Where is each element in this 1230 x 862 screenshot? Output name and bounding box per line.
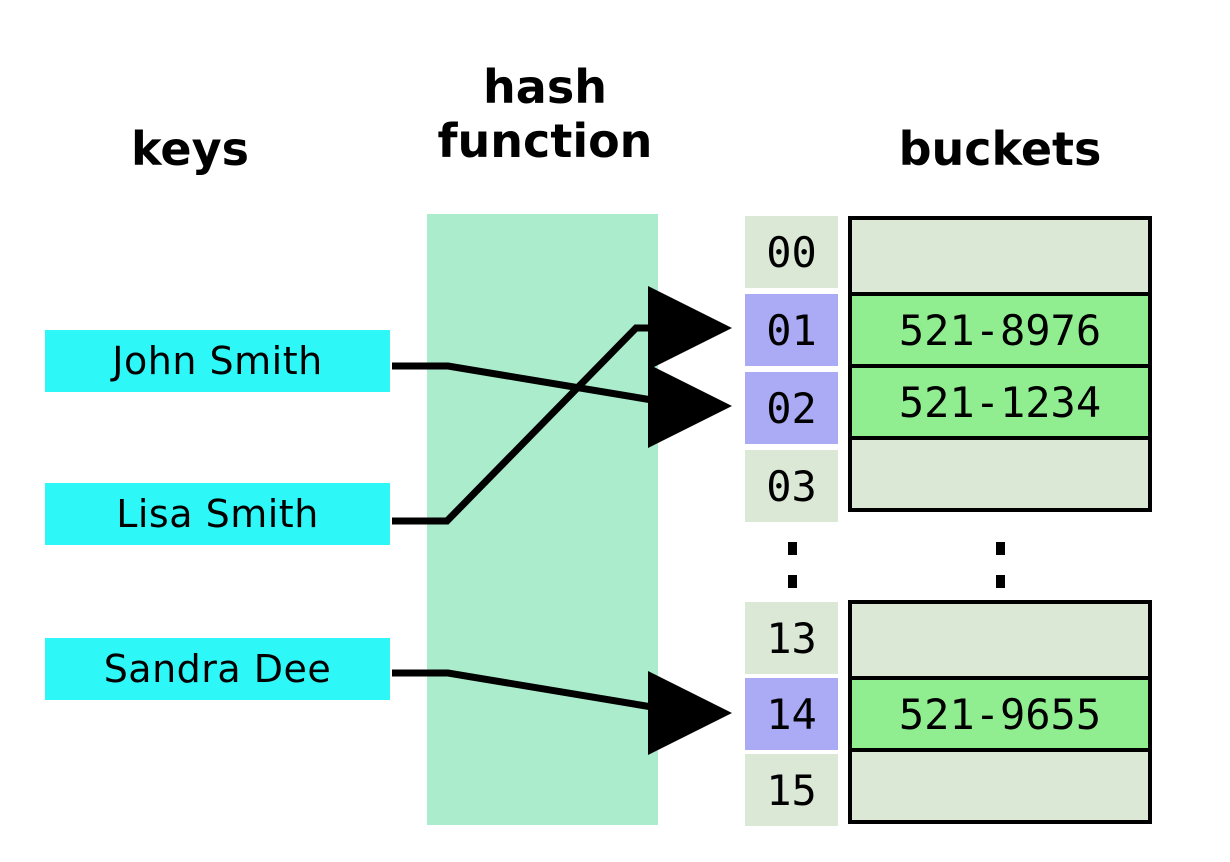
key-box-lisa-smith[interactable]: Lisa Smith [45, 483, 390, 545]
buckets-header: buckets [898, 122, 1102, 176]
index-cell-03: 03 [745, 450, 838, 522]
index-ellipsis [782, 542, 802, 588]
bucket-row-13 [852, 604, 1148, 676]
key-box-sandra-dee[interactable]: Sandra Dee [45, 638, 390, 700]
index-cell-13: 13 [745, 602, 838, 674]
index-cell-02: 02 [745, 372, 838, 444]
buckets-table-bottom: 521-9655 [848, 600, 1152, 824]
bucket-row-03 [852, 436, 1148, 508]
buckets-table-top: 521-8976 521-1234 [848, 216, 1152, 512]
hash-function-header: hash function [437, 60, 653, 168]
key-box-john-smith[interactable]: John Smith [45, 330, 390, 392]
bucket-row-02: 521-1234 [852, 364, 1148, 436]
index-cell-00: 00 [745, 216, 838, 288]
index-cell-14: 14 [745, 678, 838, 750]
keys-header: keys [131, 122, 249, 176]
bucket-row-15 [852, 748, 1148, 820]
index-cell-01: 01 [745, 294, 838, 366]
index-cell-15: 15 [745, 754, 838, 826]
bucket-row-01: 521-8976 [852, 292, 1148, 364]
bucket-row-14: 521-9655 [852, 676, 1148, 748]
buckets-ellipsis [990, 542, 1010, 588]
bucket-row-00 [852, 220, 1148, 292]
hash-function-box [427, 214, 658, 825]
